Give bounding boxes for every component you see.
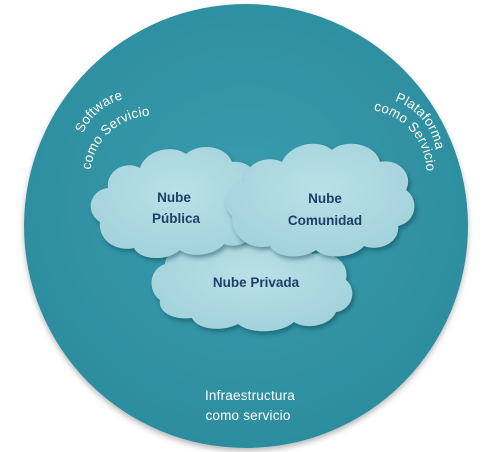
private-cloud — [151, 238, 353, 332]
iaas-label-line2: como servicio — [205, 408, 290, 423]
community-cloud-label-line1: Nube — [308, 191, 342, 206]
private-cloud-label: Nube Privada — [213, 275, 300, 290]
community-cloud-label-line2: Comunidad — [288, 213, 362, 228]
public-cloud — [90, 147, 266, 259]
public-cloud-label-line1: Nube — [157, 190, 191, 205]
public-cloud-label-line2: Pública — [152, 211, 201, 226]
iaas-label-line1: Infraestructura — [205, 388, 295, 403]
community-cloud — [225, 143, 415, 257]
